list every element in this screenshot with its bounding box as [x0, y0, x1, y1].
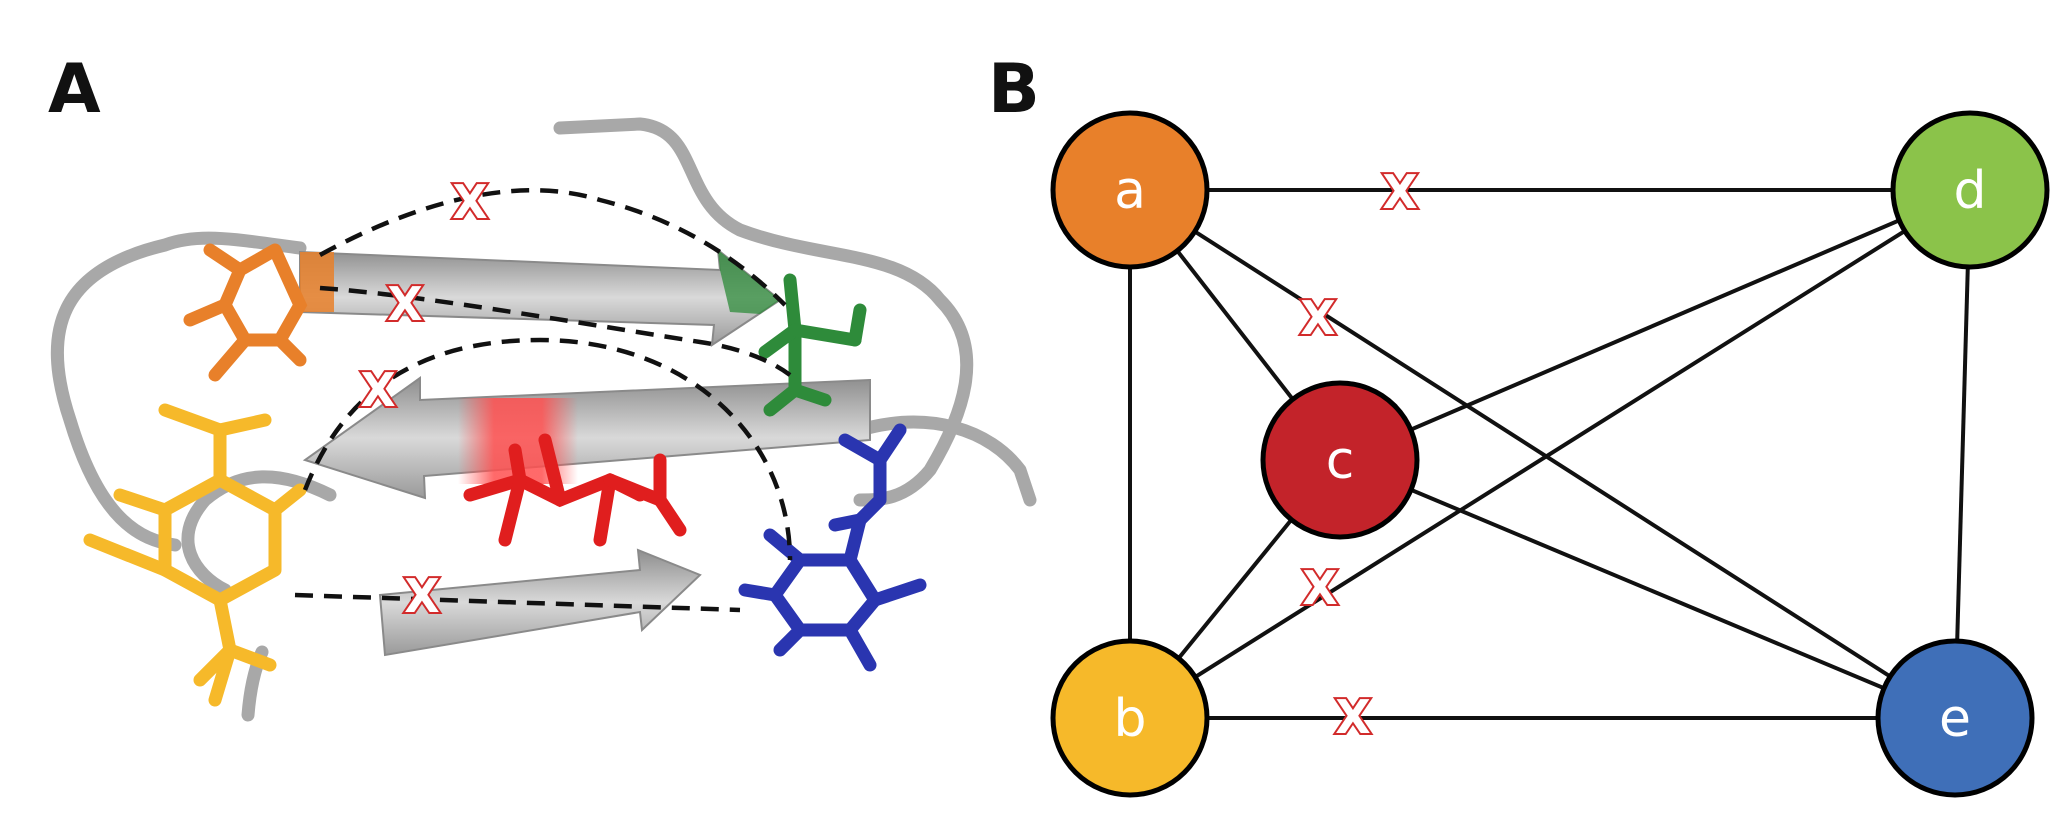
contact-lines [294, 188, 793, 613]
beta-strand-1 [299, 247, 782, 347]
node-a-label: a [1114, 161, 1146, 221]
graph-edges [1128, 188, 1972, 720]
cross-mark-a1: X [452, 175, 487, 229]
residue-yellow [83, 403, 307, 707]
node-d: d [1890, 110, 2050, 270]
node-c-circle [1260, 380, 1420, 540]
graph-cross-marks: X X X X [1298, 163, 1419, 746]
node-d-circle [1890, 110, 2050, 270]
edge-c-e [1339, 458, 1956, 720]
beta-strand-2 [302, 376, 871, 500]
edge-b-d [1128, 188, 1972, 720]
panel-a-cross-marks: X X X X [358, 173, 489, 625]
node-e: e [1875, 638, 2035, 798]
residue-blue [738, 423, 927, 672]
residue-red [463, 433, 687, 547]
cross-mark-a-e: X [1300, 291, 1335, 345]
strand-green-tip [718, 250, 780, 314]
protein-backbone [50, 117, 1037, 722]
graph-nodes: a b c d e [1050, 110, 2050, 798]
residue-orange [183, 243, 308, 382]
residue-green [758, 273, 867, 417]
node-e-circle [1875, 638, 2035, 798]
node-b-label: b [1113, 689, 1146, 749]
edge-a-e [1128, 188, 1957, 720]
node-b-circle [1050, 638, 1210, 798]
node-b: b [1050, 638, 1210, 798]
contact-orange-green-upper [318, 188, 787, 307]
cross-mark-a3: X [360, 363, 395, 417]
node-d-label: d [1953, 161, 1986, 221]
node-a: a [1050, 110, 1210, 270]
panel-b-label: B [988, 50, 1040, 129]
contact-yellow-blue-arc [302, 337, 793, 561]
panel-a-label: A [48, 50, 101, 129]
node-c-label: c [1326, 431, 1355, 491]
beta-strands [299, 247, 871, 657]
contact-yellow-blue-base [294, 592, 741, 613]
node-e-label: e [1939, 689, 1971, 749]
cross-mark-a2: X [387, 277, 422, 331]
cross-mark-a4: X [404, 569, 439, 623]
node-a-circle [1050, 110, 1210, 270]
panel-b: B X X X X a b c d e [988, 50, 2050, 798]
edge-c-d [1339, 188, 1971, 462]
node-c: c [1260, 380, 1420, 540]
panel-a: A [48, 50, 1037, 722]
edge-d-e [1953, 189, 1972, 719]
cross-mark-b-d: X [1302, 561, 1337, 615]
cross-mark-a-d: X [1382, 165, 1417, 219]
contact-orange-green-lower [319, 285, 792, 377]
cross-mark-b-e: X [1335, 690, 1370, 744]
